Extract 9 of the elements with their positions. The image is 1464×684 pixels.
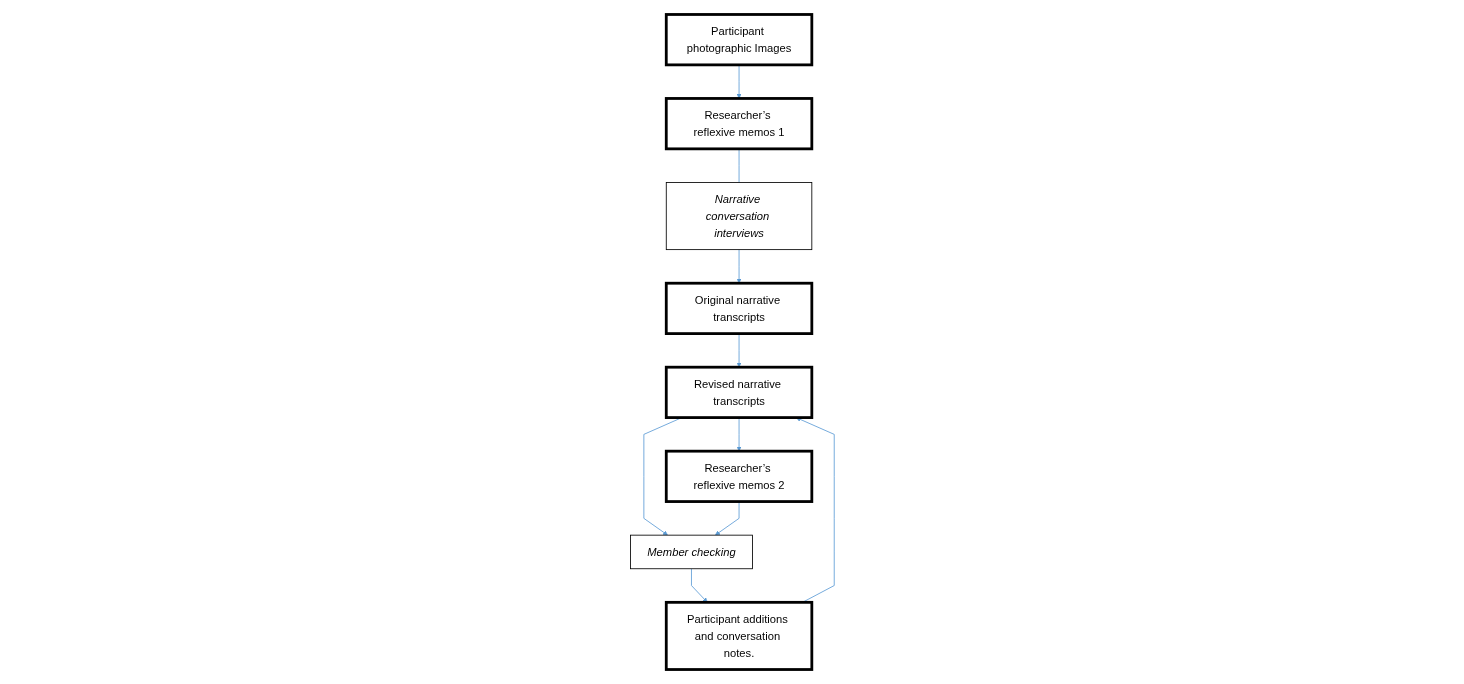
node-box: Researcher’s reflexive memos 1: [664, 97, 813, 151]
node-box: Researcher’s reflexive memos 2: [664, 449, 813, 503]
node-box: Participant additions and conversation notes.: [664, 600, 813, 671]
node-box: Original narrative transcripts: [664, 281, 813, 335]
node-box: Participant photographic Images: [664, 13, 813, 67]
node-box: Revised narrative transcripts: [664, 365, 813, 419]
connector: [738, 148, 740, 183]
node-box: Narrative conversation interviews: [665, 182, 812, 251]
node-box: Member checking: [629, 534, 753, 570]
